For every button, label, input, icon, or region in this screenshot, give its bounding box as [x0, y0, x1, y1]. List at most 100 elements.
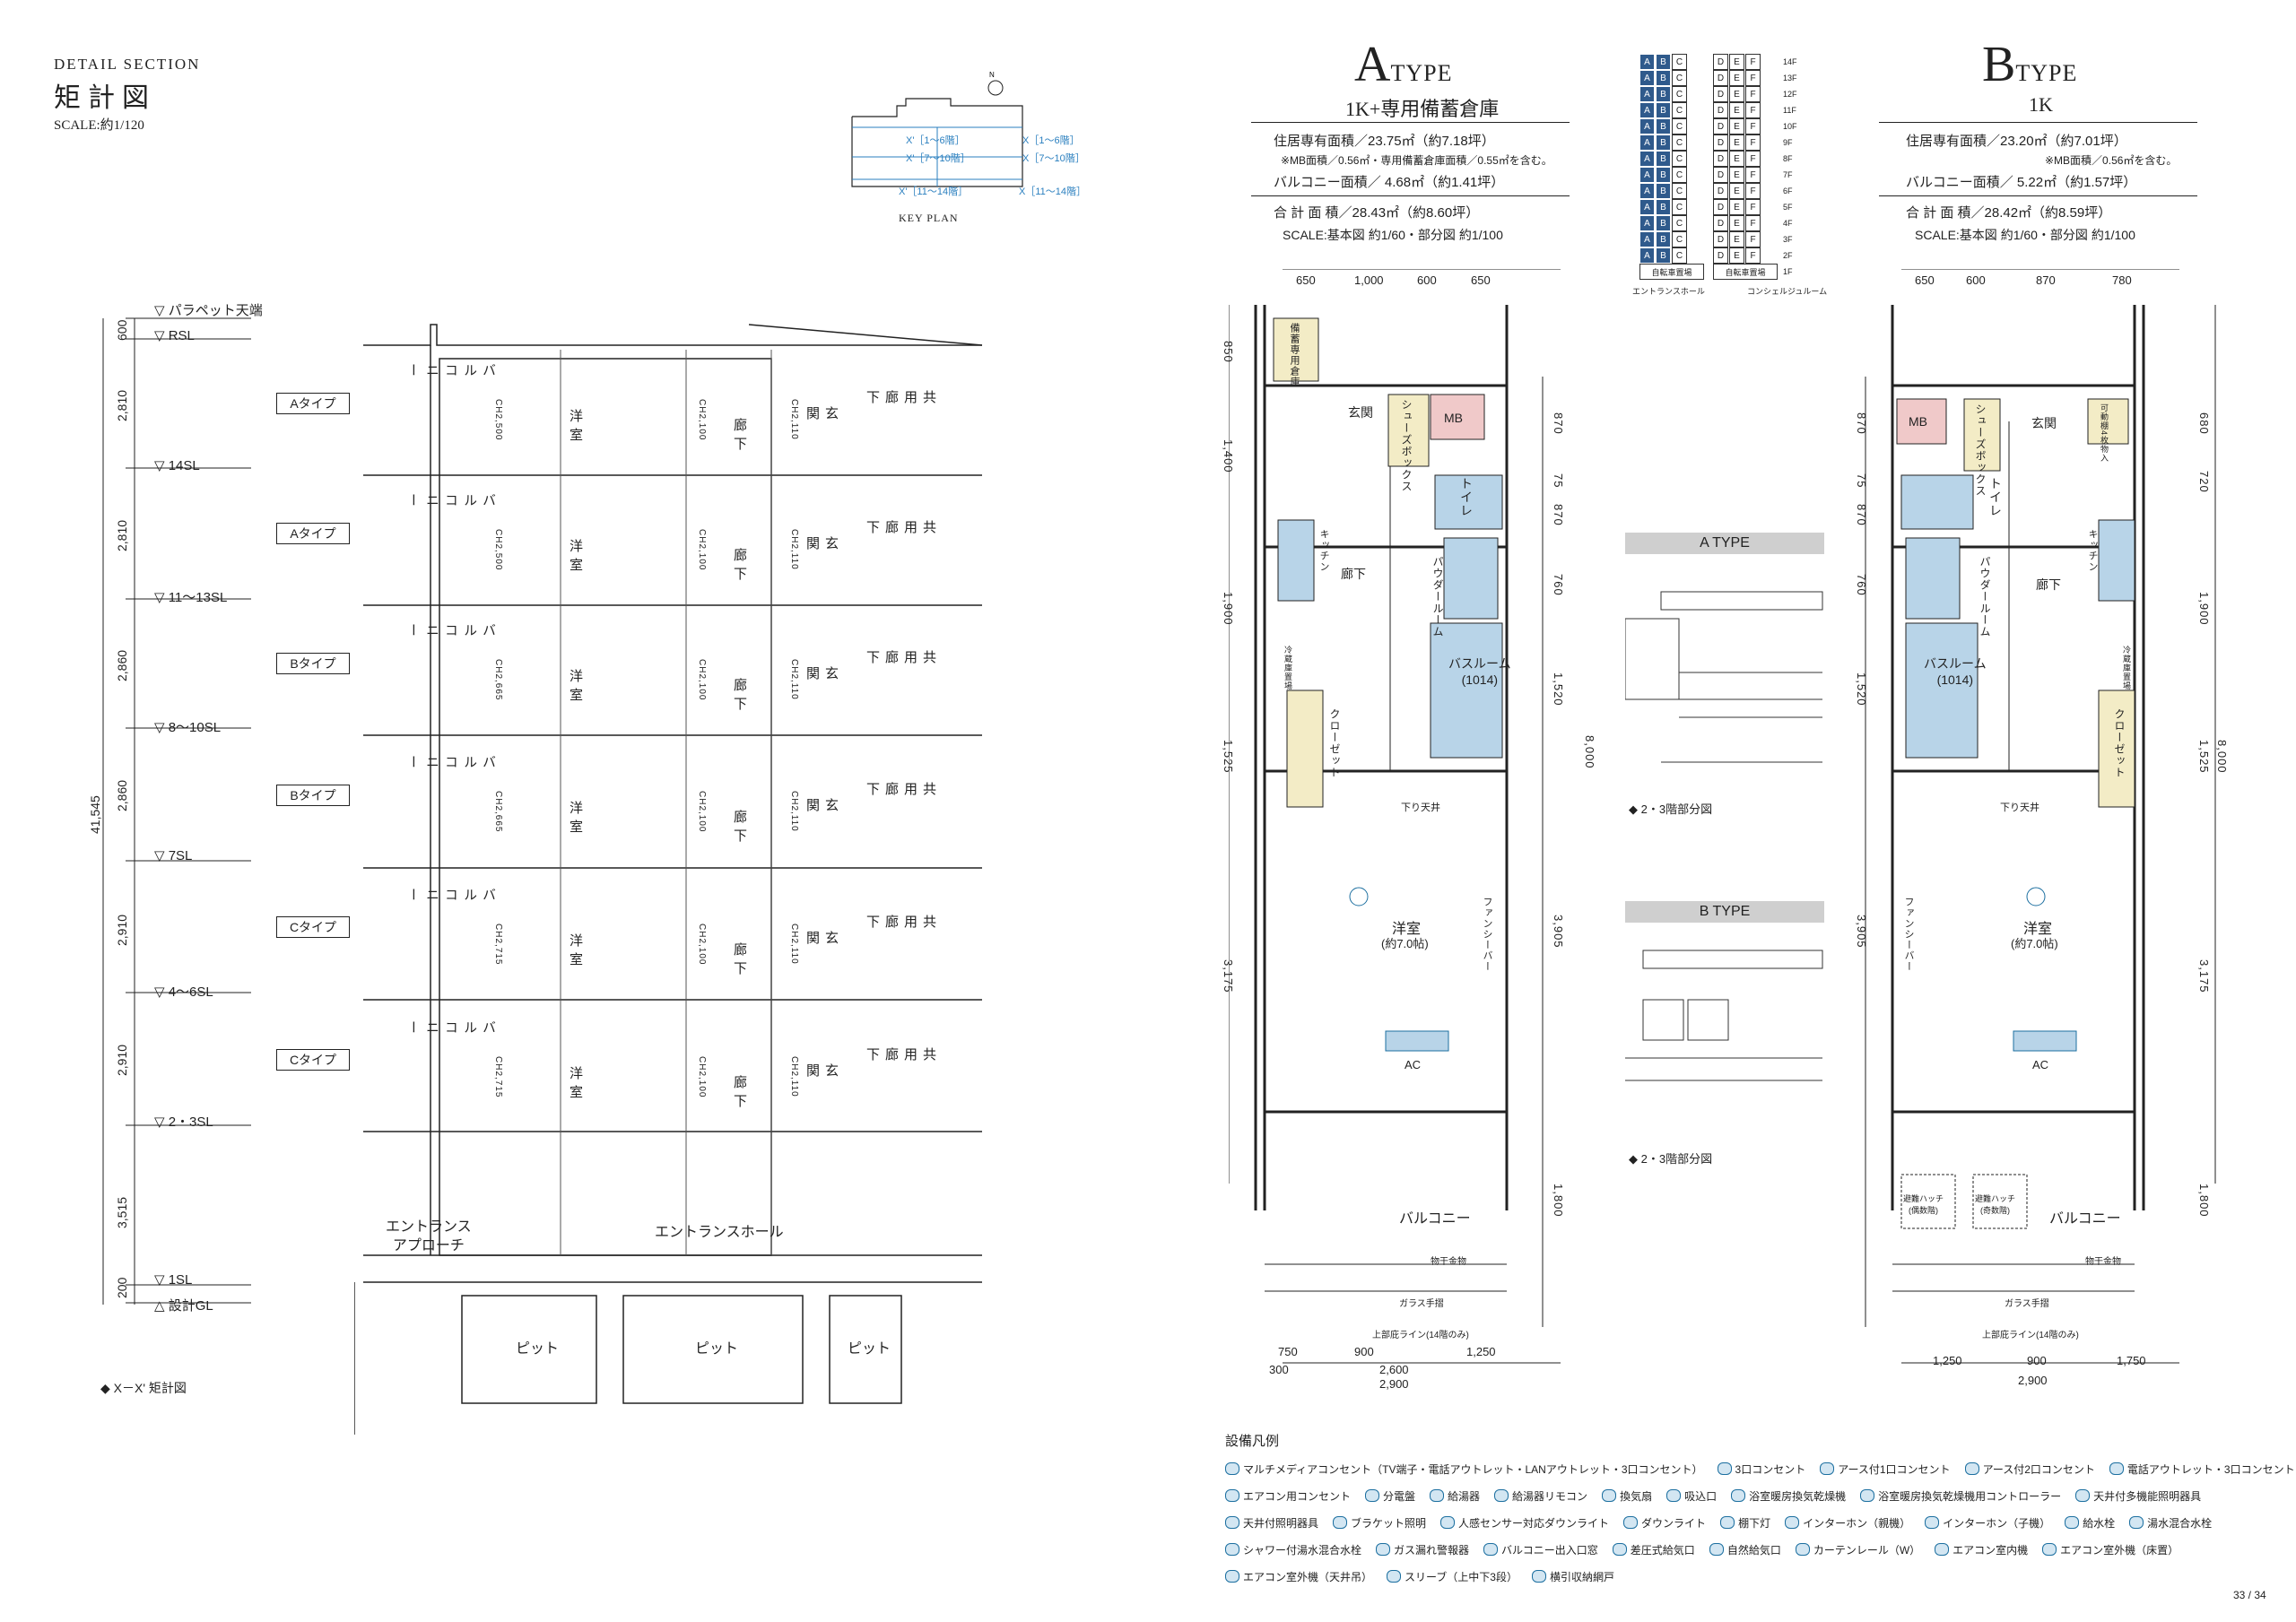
floor-grid-floor-label: 2F — [1783, 251, 1793, 260]
legend-item-label: ガス漏れ警報器 — [1394, 1543, 1470, 1557]
type-b-heading: BTYPE — [1982, 36, 2077, 93]
b-entry: 玄関 — [2031, 416, 2057, 430]
floor-grid-cell: E — [1729, 54, 1744, 70]
floor-grid-cell: A — [1639, 102, 1655, 118]
floor-grid-cell: C — [1672, 54, 1687, 70]
floor-grid-cell: D — [1713, 54, 1728, 70]
legend-symbol-icon — [1612, 1543, 1627, 1556]
floor-grid-cell: A — [1639, 231, 1655, 247]
pit-label: ピット — [695, 1341, 739, 1357]
legend-item: 給湯器 — [1430, 1488, 1480, 1504]
floor-grid-cell: F — [1745, 231, 1761, 247]
floor-grid-cell: B — [1656, 183, 1671, 199]
entry-height: CH2,110 — [789, 659, 799, 700]
legend-symbol-icon — [1795, 1543, 1810, 1556]
floor-grid-floor-label: 10F — [1783, 122, 1797, 131]
a-dim-top: 600 — [1417, 273, 1437, 287]
legend-symbol-icon — [1333, 1516, 1348, 1529]
legend-symbol-icon — [1225, 1516, 1239, 1529]
legend-symbol-icon — [2129, 1516, 2144, 1529]
b-closet: クローゼット — [2113, 708, 2126, 778]
b-shoes: シューズボックス — [1974, 403, 1987, 497]
b-western: 洋室 — [2023, 922, 2053, 937]
legend-item: 湯水混合水栓 — [2129, 1515, 2212, 1531]
legend-item: カーテンレール（W） — [1795, 1542, 1920, 1557]
section-dimension-lines — [102, 317, 251, 1305]
floor-grid-cell: B — [1656, 118, 1671, 134]
section-type-label: Cタイプ — [276, 916, 350, 938]
floor-grid-cell: B — [1656, 199, 1671, 215]
a-shoes: シューズボックス — [1400, 399, 1413, 492]
floor-grid-cell: D — [1713, 183, 1728, 199]
legend-symbol-icon — [1623, 1516, 1639, 1529]
a-dim-bottom: 2,600 — [1379, 1363, 1409, 1376]
legend-item-label: アース付2口コンセント — [1982, 1462, 2095, 1476]
a-entry: 玄関 — [1348, 405, 1373, 420]
legend-symbol-icon — [2065, 1516, 2080, 1529]
floor-grid-cell: D — [1713, 118, 1728, 134]
floor-grid-cell: B — [1656, 231, 1671, 247]
legend-item: 横引収納網戸 — [1531, 1569, 1614, 1584]
legend-item-label: エアコン室外機（天井吊） — [1243, 1570, 1373, 1583]
legend-item: エアコン用コンセント — [1225, 1488, 1351, 1504]
room-corridor: 廊下 — [734, 678, 748, 712]
type-b-word: TYPE — [2015, 60, 2078, 86]
a-dim-right: 1,520 — [1552, 672, 1565, 707]
room-balcony: バルコニー — [405, 493, 496, 507]
legend-item: エアコン室外機（床置） — [2042, 1542, 2179, 1557]
dim-2810-b: 2,810 — [115, 519, 129, 551]
keyplan-mark-1: X'［1〜6階］ — [906, 135, 965, 146]
key-plan: N X'［1〜6階］ X［1〜6階］ X'［7〜10階］ X［7〜10階］ X'… — [843, 71, 1094, 233]
type-b-area-balcony: バルコニー面積／ 5.22㎡（約1.57坪） — [1906, 175, 2137, 190]
legend-item: 電話アウトレット・3口コンセント — [2109, 1462, 2295, 1477]
entrance-approach-label: エントランス アプローチ — [386, 1219, 472, 1253]
ceiling-height: CH2,665 — [493, 659, 503, 701]
floor-grid-cell: E — [1729, 247, 1744, 264]
floor-grid-floor-label: 13F — [1783, 74, 1797, 82]
a-dim-left: 850 — [1222, 341, 1235, 363]
legend-item: 天井付照明器具 — [1225, 1515, 1318, 1531]
dim-600: 600 — [115, 319, 129, 341]
floor-grid-cell: F — [1745, 183, 1761, 199]
floor-grid-cell: F — [1745, 215, 1761, 231]
legend-row: エアコン室外機（天井吊） スリーブ（上中下3段） 横引収納網戸 — [1225, 1563, 2257, 1590]
legend-item-label: エアコン室外機（床置） — [2060, 1543, 2179, 1557]
floor-grid-floor-label: 4F — [1783, 219, 1793, 228]
a-toilet: トイレ — [1459, 477, 1474, 517]
floor-grid-cell: D — [1713, 70, 1728, 86]
legend-item: 浴室暖房換気乾燥機用コントローラー — [1860, 1488, 2061, 1504]
a-bath: バスルーム (1014) — [1448, 656, 1511, 687]
a-mb: MB — [1444, 411, 1463, 425]
legend-item-label: 給水栓 — [2083, 1516, 2116, 1530]
section-title-ja: 矩計図 — [54, 83, 156, 113]
legend-row: マルチメディアコンセント（TV端子・電話アウトレット・LANアウトレット・3口コ… — [1225, 1455, 2295, 1482]
legend-item: ガス漏れ警報器 — [1376, 1542, 1469, 1557]
plan-a: 備蓄専用倉庫 玄関 MB シューズボックス トイレ 廊下 キッチン パウダールー… — [1222, 268, 1605, 1391]
floor-grid-floor-label: 8F — [1783, 154, 1793, 163]
type-b-area-total: 合 計 面 積／28.42㎡（約8.59坪） — [1906, 205, 2112, 221]
section-type-label: Bタイプ — [276, 653, 350, 674]
legend-symbol-icon — [1785, 1516, 1800, 1529]
floor-grid-floor-label: 11F — [1783, 106, 1796, 115]
room-western: 洋室 — [570, 669, 584, 703]
legend-item: スリーブ（上中下3段） — [1387, 1569, 1518, 1584]
legend-item-label: 棚下灯 — [1738, 1516, 1771, 1530]
floor-grid-cell: C — [1672, 247, 1687, 264]
floor-grid-cell: B — [1656, 86, 1671, 102]
legend-item-label: 差圧式給気口 — [1630, 1543, 1695, 1557]
type-a-sub: 1K+専用備蓄倉庫 — [1345, 98, 1500, 120]
room-entry: 玄関 — [804, 666, 839, 681]
floor-grid-cell: B — [1656, 54, 1671, 70]
b-dim-bottom: 1,750 — [2117, 1354, 2146, 1367]
b-dim-right: 720 — [2197, 471, 2211, 493]
key-plan-drawing: N — [851, 71, 1023, 187]
legend-row: 天井付照明器具ブラケット照明人感センサー対応ダウンライトダウンライト棚下灯インタ… — [1225, 1509, 2257, 1536]
ceiling-height: CH2,500 — [493, 399, 503, 441]
floor-grid-floor-label: 3F — [1783, 235, 1793, 244]
a-dryer: 物干金物 — [1431, 1257, 1466, 1267]
floor-grid-cell: A — [1639, 70, 1655, 86]
floor-grid-cell: F — [1745, 118, 1761, 134]
room-common-corridor: 共用廊下 — [865, 650, 936, 664]
legend-symbol-icon — [1225, 1489, 1239, 1502]
floor-grid-cell: F — [1745, 151, 1761, 167]
